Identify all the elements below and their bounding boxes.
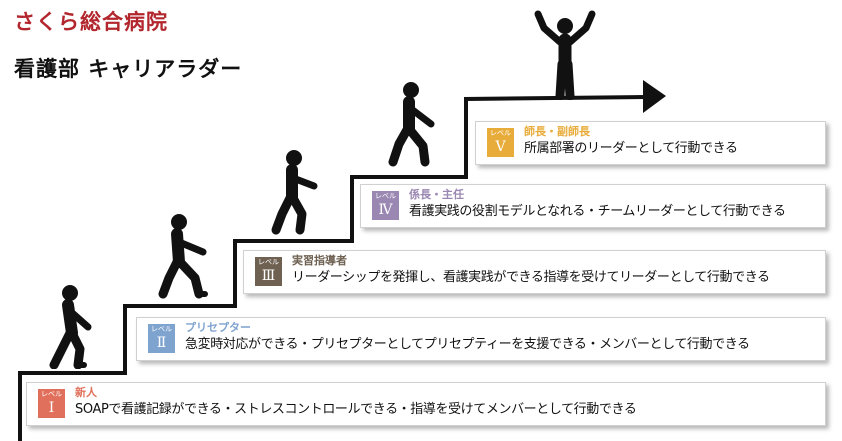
level-numeral: Ⅲ (261, 268, 276, 284)
level-2-role: プリセプター (185, 321, 251, 334)
walking-person-icon (388, 82, 435, 167)
walking-person-icon (271, 150, 318, 235)
level-1-card: レベル Ⅰ 新人 SOAPで看護記録ができる・ストレスコントロールできる・指導を… (26, 382, 826, 426)
level-3-badge: レベル Ⅲ (255, 257, 282, 286)
walking-person-icon (49, 285, 92, 369)
badge-label: レベル (258, 258, 279, 266)
badge-label: レベル (490, 129, 511, 137)
level-4-badge: レベル Ⅳ (372, 191, 399, 220)
level-3-role: 実習指導者 (292, 254, 347, 267)
level-5-badge: レベル Ⅴ (487, 128, 514, 157)
organization-name: さくら総合病院 (14, 10, 168, 34)
level-5-role: 師長・副師長 (524, 125, 590, 138)
level-numeral: Ⅳ (378, 202, 393, 218)
level-5-description: 所属部署のリーダーとして行動できる (524, 141, 738, 156)
badge-label: レベル (41, 390, 62, 398)
badge-label: レベル (151, 325, 172, 333)
level-4-description: 看護実践の役割モデルとなれる・チームリーダーとして行動できる (409, 204, 786, 219)
level-4-card: レベル Ⅳ 係長・主任 看護実践の役割モデルとなれる・チームリーダーとして行動で… (360, 184, 826, 228)
level-5-card: レベル Ⅴ 師長・副師長 所属部署のリーダーとして行動できる (475, 121, 826, 165)
level-numeral: Ⅱ (156, 335, 167, 351)
page-title: 看護部 キャリアラダー (14, 57, 243, 81)
walking-person-icon (158, 214, 208, 299)
level-4-role: 係長・主任 (409, 188, 464, 201)
level-numeral: Ⅰ (48, 400, 55, 416)
level-numeral: Ⅴ (495, 139, 506, 155)
staircase-line (18, 95, 646, 441)
level-3-card: レベル Ⅲ 実習指導者 リーダーシップを発揮し、看護実践ができる指導を受けてリー… (243, 250, 826, 294)
level-1-description: SOAPで看護記録ができる・ストレスコントロールできる・指導を受けてメンバーとし… (75, 402, 637, 417)
level-3-description: リーダーシップを発揮し、看護実践ができる指導を受けてリーダーとして行動できる (292, 270, 770, 285)
level-2-description: 急変時対応ができる・プリセプターとしてプリセプティーを支援できる・メンバーとして… (185, 337, 750, 352)
badge-label: レベル (375, 192, 396, 200)
goal-arrowhead (643, 80, 666, 113)
level-1-role: 新人 (75, 386, 97, 399)
level-2-card: レベル Ⅱ プリセプター 急変時対応ができる・プリセプターとしてプリセプティーを… (136, 317, 826, 361)
celebrating-person-icon (534, 10, 596, 100)
level-2-badge: レベル Ⅱ (148, 324, 175, 353)
level-1-badge: レベル Ⅰ (38, 389, 65, 418)
